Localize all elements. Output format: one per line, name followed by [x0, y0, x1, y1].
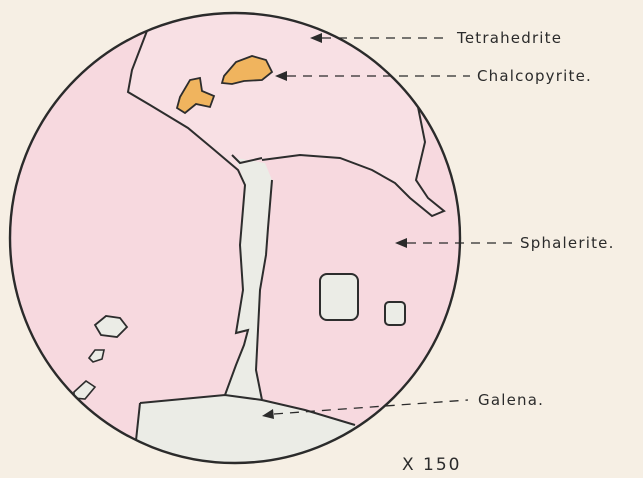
label-sphalerite: Sphalerite. [520, 234, 615, 252]
magnification-label: X 150 [402, 455, 462, 475]
galena-inclusion-1 [320, 274, 358, 320]
label-galena: Galena. [478, 391, 544, 409]
label-tetrahedrite: Tetrahedrite [456, 29, 562, 47]
label-chalcopyrite: Chalcopyrite. [477, 67, 592, 85]
galena-inclusion-2 [385, 302, 405, 325]
